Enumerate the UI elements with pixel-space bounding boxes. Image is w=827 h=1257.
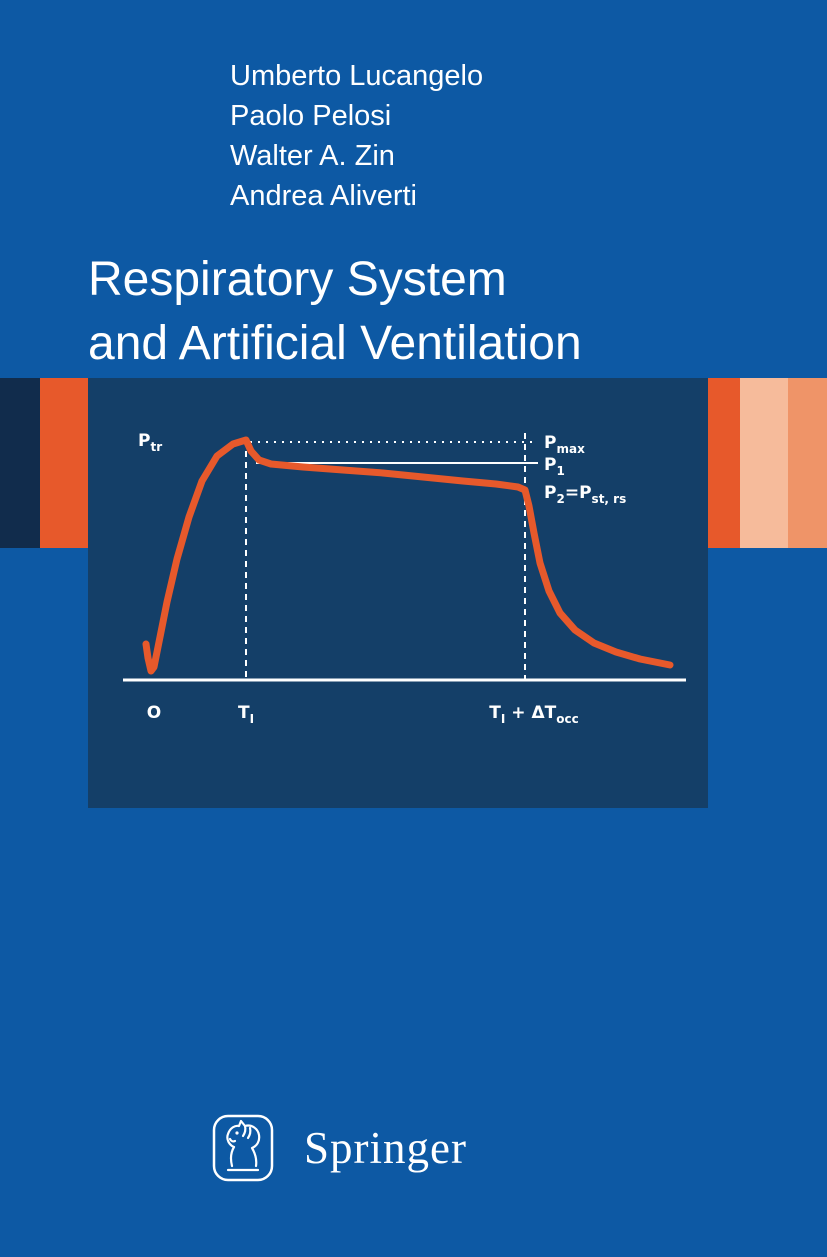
book-title: Respiratory System and Artificial Ventil… <box>88 248 582 376</box>
svg-text:Pmax: Pmax <box>544 433 585 456</box>
svg-text:P1: P1 <box>544 455 565 478</box>
svg-text:TI + ΔTocc: TI + ΔTocc <box>489 703 578 726</box>
svg-text:O: O <box>147 703 161 723</box>
author-name: Andrea Aliverti <box>230 180 417 212</box>
svg-text:Ptr: Ptr <box>138 431 162 454</box>
publisher-name: Springer <box>304 1123 467 1173</box>
title-line-2: and Artificial Ventilation <box>88 317 582 370</box>
author-list: Umberto Lucangelo Paolo Pelosi Walter A.… <box>230 56 483 216</box>
left-navy-strip <box>0 378 40 548</box>
svg-text:TI: TI <box>238 703 254 726</box>
left-orange-strip <box>40 378 88 548</box>
springer-horse-icon <box>212 1114 274 1182</box>
right-salmon-strip <box>788 378 827 548</box>
title-line-1: Respiratory System <box>88 253 507 306</box>
right-peach-strip <box>740 378 788 548</box>
author-name: Paolo Pelosi <box>230 100 392 132</box>
author-name: Umberto Lucangelo <box>230 60 484 92</box>
publisher-logo-row: Springer <box>212 1114 467 1182</box>
author-name: Walter A. Zin <box>230 140 395 172</box>
svg-text:P2=Pst, rs: P2=Pst, rs <box>544 483 626 506</box>
right-orange-strip <box>708 378 740 548</box>
